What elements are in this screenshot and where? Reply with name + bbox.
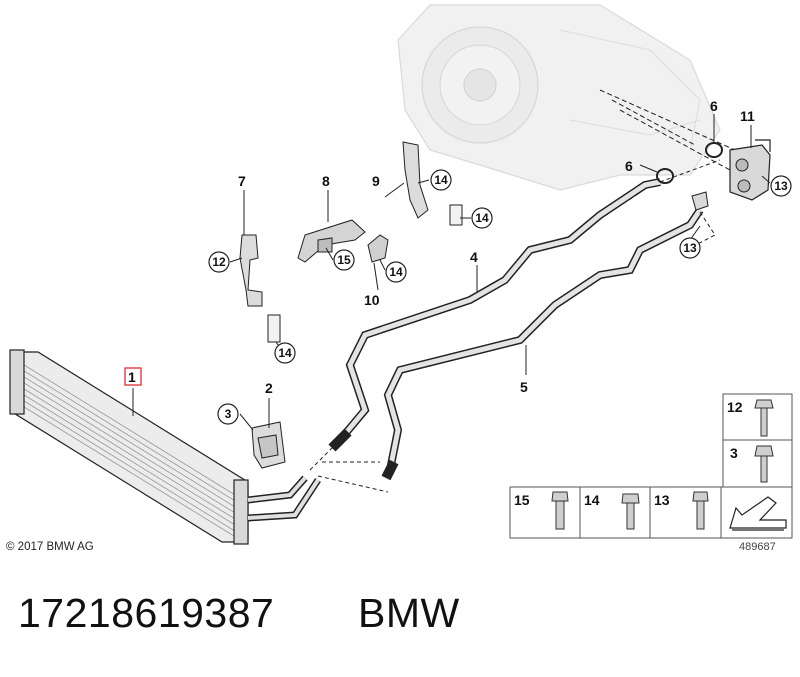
bracket-8 — [297, 219, 366, 263]
diagram-id: 489687 — [739, 541, 776, 553]
o-ring-6-lower — [656, 168, 674, 184]
legend-label-14: 14 — [584, 492, 600, 508]
callout-12: 12 — [212, 255, 226, 269]
callout-3: 3 — [225, 407, 232, 421]
callout-9: 9 — [372, 173, 380, 189]
oil-cooler — [9, 349, 321, 545]
callout-5: 5 — [520, 379, 528, 395]
callout-10: 10 — [364, 292, 380, 308]
line-end-connectors — [659, 159, 721, 249]
oil-line-5 — [381, 207, 704, 481]
callout-13-upper: 13 — [774, 179, 788, 193]
part-number: 17218619387 — [18, 590, 275, 636]
transmission-housing — [397, 4, 721, 191]
callout-8: 8 — [322, 173, 330, 189]
holder-10 — [367, 234, 389, 263]
bolt-icon-15 — [551, 491, 569, 530]
brand-name: BMW — [358, 590, 460, 636]
callout-14-bracket9-upper: 14 — [434, 173, 448, 187]
bolt-icon-12 — [754, 399, 774, 437]
thermostat-housing — [729, 139, 771, 201]
circled-callouts — [208, 169, 792, 425]
callout-6-lower: 6 — [625, 158, 633, 174]
callout-15: 15 — [337, 253, 351, 267]
fastener-legend — [509, 393, 793, 539]
callout-14-holder10: 14 — [389, 265, 403, 279]
bracket-7 — [239, 234, 281, 343]
o-ring-6-upper — [705, 142, 723, 158]
bracket-2 — [251, 421, 286, 469]
view-arrow-icon — [729, 496, 787, 531]
callout-1: 1 — [128, 369, 136, 385]
port-clips — [691, 191, 709, 211]
legend-label-13: 13 — [654, 492, 670, 508]
legend-label-3: 3 — [730, 445, 738, 461]
highlight-box — [124, 367, 142, 386]
callout-4: 4 — [470, 249, 478, 265]
port-leader-lines — [599, 89, 736, 171]
callout-14-bracket9-lower: 14 — [475, 211, 489, 225]
bolt-icon-3 — [754, 445, 774, 483]
callout-6-upper: 6 — [710, 98, 718, 114]
callout-13-lower: 13 — [683, 241, 697, 255]
oil-line-4 — [328, 178, 661, 452]
copyright-notice: © 2017 BMW AG — [6, 541, 94, 553]
callout-7: 7 — [238, 173, 246, 189]
bolt-icon-13 — [692, 491, 709, 530]
bolt-icon-14 — [621, 493, 640, 530]
callout-11: 11 — [740, 108, 755, 124]
callout-14-bracket7: 14 — [278, 346, 292, 360]
legend-label-15: 15 — [514, 492, 530, 508]
legend-label-12: 12 — [727, 399, 743, 415]
callout-2: 2 — [265, 380, 273, 396]
bracket-9 — [402, 141, 463, 226]
hose-connection-lines — [309, 439, 389, 493]
